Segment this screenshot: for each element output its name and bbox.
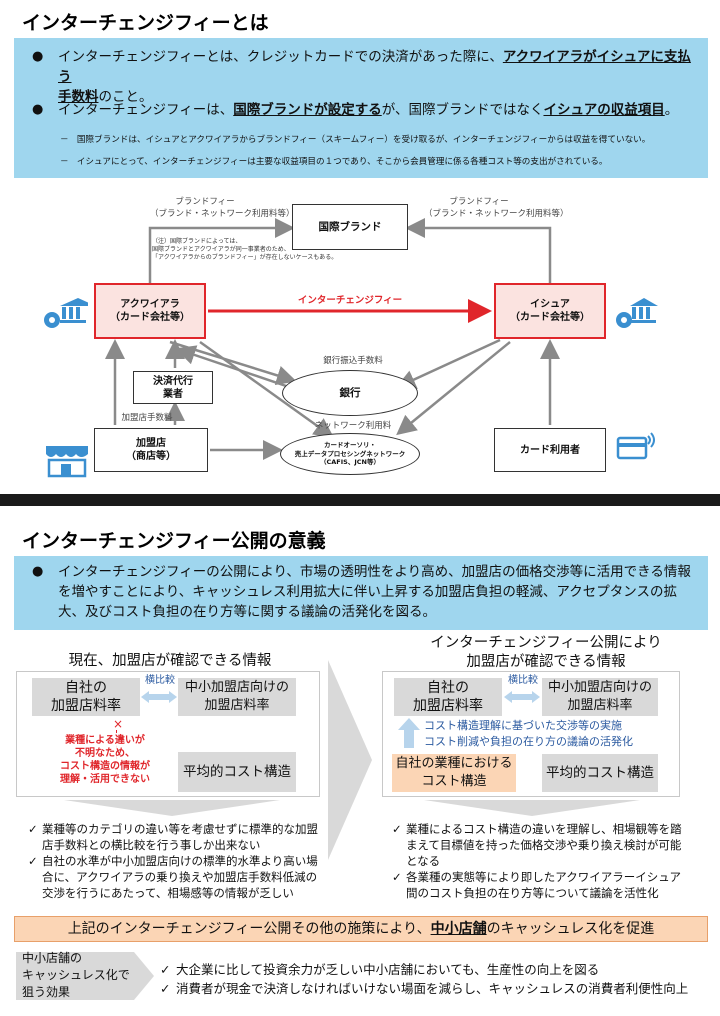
right-sme-rate: 中小加盟店向けの加盟店料率 bbox=[542, 678, 658, 716]
interchange-label: インターチェンジフィー bbox=[297, 295, 403, 306]
right-compare-label: 横比較 bbox=[508, 675, 538, 686]
payment-agent-box: 決済代行業者 bbox=[133, 371, 213, 404]
brand-note: （注）国際ブランドによっては、 国際ブランドとアクワイアラが同一事業者のため、 … bbox=[152, 238, 338, 261]
left-sme-rate: 中小加盟店向けの加盟店料率 bbox=[178, 678, 296, 716]
left-own-rate: 自社の加盟店料率 bbox=[32, 678, 140, 716]
store-icon bbox=[44, 444, 90, 478]
left-panel-title: 現在、加盟店が確認できる情報 bbox=[68, 653, 272, 669]
right-avg-cost: 平均的コスト構造 bbox=[542, 754, 658, 792]
left-checklist: ✓業種等のカテゴリの違い等を考慮せずに標準的な加盟店手数料との横比較を行う事しか… bbox=[28, 822, 318, 900]
intl-brand-box: 国際ブランド bbox=[292, 204, 408, 250]
right-panel-frame bbox=[382, 671, 680, 797]
section1-sub-1: － 国際ブランドは、イシュアとアクワイアラからブランドフィー（スキームフィー）を… bbox=[60, 135, 651, 145]
bank-building-gear-icon-right bbox=[612, 292, 660, 332]
section1-title: インターチェンジフィーとは bbox=[22, 12, 269, 34]
left-unknown-text: 業種による違いが 不明なため、 コスト構造の情報が 理解・活用できない bbox=[38, 734, 172, 786]
flow-diagram-lines bbox=[105, 218, 560, 460]
right-checklist: ✓業種によるコスト構造の違いを理解し、相場観等を踏まえて目標値を持った価格交渉や… bbox=[392, 822, 682, 900]
left-compare-label: 横比較 bbox=[145, 675, 175, 686]
brand-fee-right-arrow bbox=[405, 218, 552, 283]
bank-building-gear-icon bbox=[40, 292, 96, 332]
brand-fee-left-label: ブランドフィー （ブランド・ネットワーク利用料等） bbox=[150, 197, 295, 219]
acquirer-box: アクワイアラ（カード会社等） bbox=[94, 283, 206, 339]
section2-summary-box: ● インターチェンジフィーの公開により、市場の透明性をより高め、加盟店の価格交渉… bbox=[14, 556, 708, 630]
left-compare-arrow bbox=[141, 683, 177, 707]
left-panel-frame bbox=[16, 671, 320, 797]
section1-summary-box: ● インターチェンジフィーとは、クレジットカードでの決済があった際に、アクワイア… bbox=[14, 38, 708, 178]
section2-bullet: ● インターチェンジフィーの公開により、市場の透明性をより高め、加盟店の価格交渉… bbox=[32, 564, 691, 620]
bank-ellipse: 銀行 bbox=[282, 370, 418, 416]
effect-label: 中小店舗の キャッシュレス化で 狙う効果 bbox=[22, 951, 130, 999]
effect-list: ✓大企業に比して投資余力が乏しい中小店舗においても、生産性の向上を図る ✓消費者… bbox=[160, 962, 689, 996]
section1-bullet-1: ● インターチェンジフィーとは、クレジットカードでの決済があった際に、アクワイア… bbox=[32, 49, 691, 105]
network-ellipse: カードオーソリ・売上データプロセシングネットワーク（CAFIS、JCN等） bbox=[280, 433, 420, 475]
right-down-arrow bbox=[424, 800, 640, 816]
section2-title: インターチェンジフィー公開の意義 bbox=[22, 530, 326, 552]
right-own-rate: 自社の加盟店料率 bbox=[394, 678, 502, 716]
left-x-mark: × bbox=[112, 717, 124, 731]
effect-label-arrow bbox=[16, 948, 156, 1004]
promotion-banner: 上記のインターチェンジフィー公開その他の施策により、中小店舗のキャッシュレス化を… bbox=[14, 916, 708, 942]
left-down-arrow bbox=[64, 800, 280, 816]
cardholder-box: カード利用者 bbox=[494, 428, 606, 472]
right-own-industry-cost: 自社の業種におけるコスト構造 bbox=[392, 754, 516, 792]
merchant-fee-label: 加盟店手数料 bbox=[121, 413, 173, 423]
right-negotiation-text: コスト構造理解に基づいた交渉等の実施 コスト削減や負担の在り方の議論の活発化 bbox=[424, 719, 633, 748]
merchant-box: 加盟店（商店等） bbox=[94, 428, 208, 472]
transition-chevron bbox=[328, 660, 372, 860]
network-fee-label: ネットワーク利用料 bbox=[314, 421, 392, 431]
brand-fee-right-label: ブランドフィー （ブランド・ネットワーク利用料等） bbox=[424, 197, 569, 219]
issuer-box: イシュア（カード会社等） bbox=[494, 283, 606, 339]
bank-transfer-fee-label: 銀行振込手数料 bbox=[323, 356, 383, 366]
left-avg-cost: 平均的コスト構造 bbox=[178, 752, 296, 792]
right-compare-arrow bbox=[504, 683, 540, 707]
section1-bullet-2: ● インターチェンジフィーは、国際ブランドが設定するが、国際ブランドではなくイシ… bbox=[32, 102, 679, 118]
section-divider bbox=[0, 494, 720, 506]
brand-fee-left-arrow bbox=[148, 218, 295, 283]
section1-sub-2: － イシュアにとって、インターチェンジフィーは主要な収益項目の１つであり、そこか… bbox=[60, 157, 608, 167]
credit-card-icon bbox=[616, 430, 658, 460]
right-panel-title: インターチェンジフィー公開により 加盟店が確認できる情報 bbox=[430, 635, 662, 670]
up-arrow-icon bbox=[398, 718, 420, 748]
